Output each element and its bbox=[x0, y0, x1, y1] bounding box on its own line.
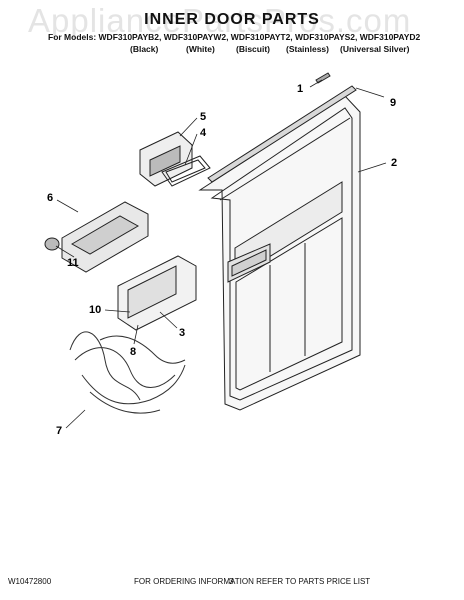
callout-10: 10 bbox=[89, 304, 101, 316]
top-trim-strip bbox=[207, 72, 357, 183]
callout-2: 2 bbox=[391, 157, 397, 169]
wire-harness bbox=[69, 331, 186, 414]
callout-3: 3 bbox=[179, 327, 185, 339]
watermark: AppliancePartsPros.com bbox=[28, 2, 412, 39]
callout-11: 11 bbox=[67, 257, 79, 269]
control-board bbox=[117, 255, 197, 331]
variant-biscuit: (Biscuit) bbox=[236, 44, 270, 54]
models-line: For Models: WDF310PAYB2, WDF310PAYW2, WD… bbox=[48, 32, 421, 42]
page-title: INNER DOOR PARTS bbox=[144, 11, 320, 28]
leader-lines bbox=[55, 79, 387, 429]
variant-stainless: (Stainless) bbox=[286, 44, 329, 54]
variant-universal-silver: (Universal Silver) bbox=[340, 44, 410, 54]
vent-assembly bbox=[139, 131, 193, 187]
callout-5: 5 bbox=[200, 111, 206, 123]
ordering-note: FOR ORDERING INFORMATION REFER TO PARTS … bbox=[134, 577, 371, 586]
callout-9: 9 bbox=[390, 97, 396, 109]
callout-8: 8 bbox=[130, 346, 136, 358]
callout-6: 6 bbox=[47, 192, 53, 204]
variant-white: (White) bbox=[186, 44, 215, 54]
callout-4: 4 bbox=[200, 127, 207, 139]
gasket bbox=[161, 155, 211, 187]
control-assembly bbox=[44, 201, 149, 273]
variant-black: (Black) bbox=[130, 44, 159, 54]
doc-number: W10472800 bbox=[8, 577, 52, 586]
page-number: 3 bbox=[229, 577, 234, 586]
callout-1: 1 bbox=[297, 83, 303, 95]
variant-labels: (Black) (White) (Biscuit) (Stainless) (U… bbox=[0, 44, 464, 56]
inner-door-panel bbox=[198, 95, 361, 411]
callout-7: 7 bbox=[56, 425, 62, 437]
